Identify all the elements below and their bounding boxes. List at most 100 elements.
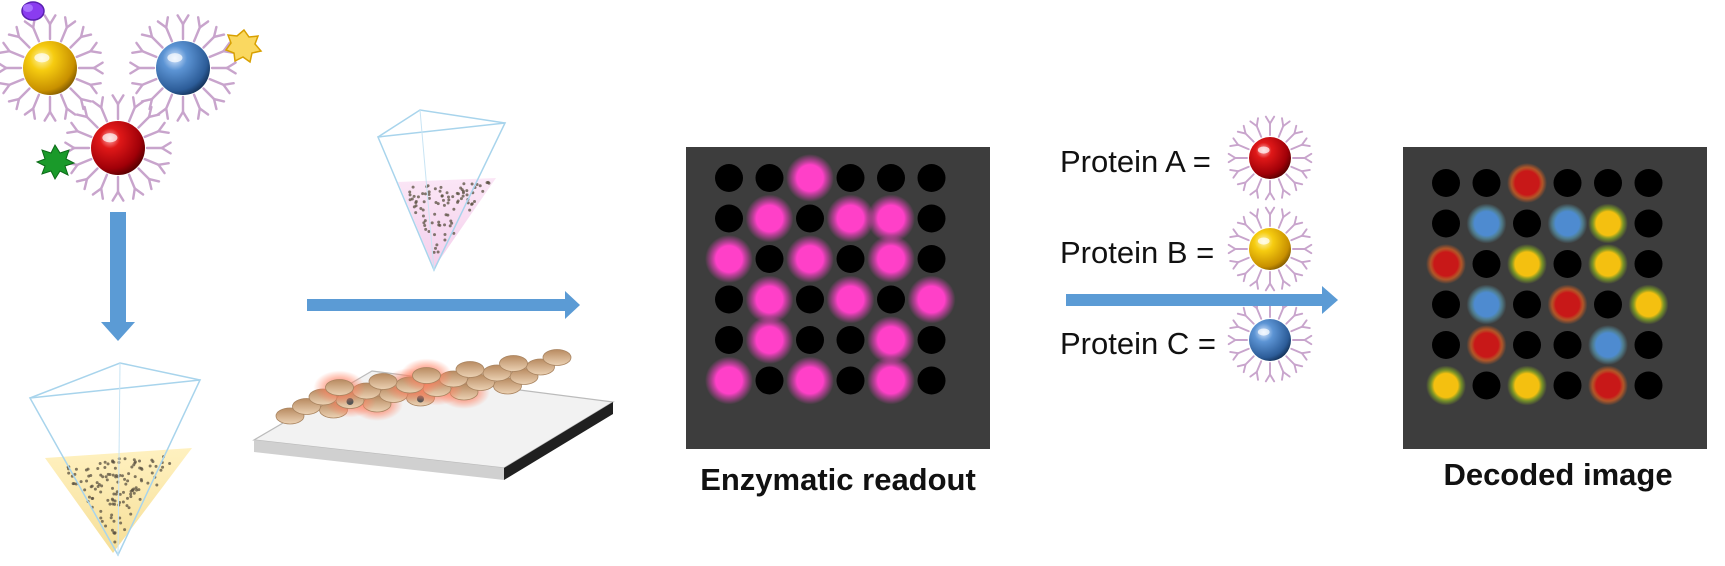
red-bead bbox=[64, 94, 172, 202]
enzymatic-well-positive bbox=[867, 356, 915, 405]
down-arrow bbox=[101, 212, 135, 341]
enzymatic-well-empty bbox=[917, 326, 946, 354]
enzymatic-well-empty bbox=[715, 285, 743, 314]
enzymatic-well-positive bbox=[745, 194, 794, 243]
enzymatic-well-positive bbox=[786, 235, 834, 283]
decoded-well-empty bbox=[1432, 209, 1460, 238]
decoded-well-empty bbox=[1594, 290, 1622, 319]
decoded-image-panel bbox=[1403, 147, 1707, 449]
legend-yellow-bead bbox=[1227, 206, 1313, 292]
enzymatic-well-positive bbox=[745, 316, 794, 364]
decoded-well-empty bbox=[1634, 169, 1663, 197]
enzymatic-well-empty bbox=[836, 245, 865, 273]
decoded-well-empty bbox=[1472, 250, 1501, 278]
enzymatic-well-positive bbox=[705, 235, 753, 283]
sample-tube-pink bbox=[376, 109, 507, 272]
decoded-well-protein-b bbox=[1588, 244, 1628, 284]
enzymatic-readout-caption: Enzymatic readout bbox=[700, 462, 976, 497]
enzymatic-well-positive bbox=[826, 194, 875, 243]
enzymatic-well-positive bbox=[867, 194, 915, 243]
decoded-well-empty bbox=[1513, 209, 1541, 238]
decoded-well-protein-c bbox=[1547, 203, 1588, 244]
decoded-well-empty bbox=[1634, 371, 1663, 400]
plate-well bbox=[400, 358, 453, 393]
decoded-well-empty bbox=[1553, 371, 1582, 400]
decoded-well-empty bbox=[1432, 290, 1460, 319]
enzymatic-well-positive bbox=[745, 275, 794, 324]
green-antigen-icon bbox=[35, 143, 76, 181]
decoded-well-protein-a bbox=[1426, 244, 1466, 284]
enzymatic-well-positive bbox=[826, 275, 875, 324]
enzymatic-well-empty bbox=[796, 204, 824, 233]
enzymatic-well-empty bbox=[755, 245, 784, 273]
enzymatic-well-positive bbox=[867, 316, 915, 364]
plate-well bbox=[499, 355, 528, 372]
plate-well bbox=[542, 349, 572, 366]
decoded-well-empty bbox=[1432, 169, 1460, 197]
legend-blue-bead bbox=[1227, 297, 1313, 383]
decoded-well-empty bbox=[1634, 250, 1663, 278]
enzymatic-well-empty bbox=[917, 164, 946, 192]
blue-bead bbox=[129, 14, 237, 122]
enzymatic-well-positive bbox=[907, 275, 956, 324]
decoded-well-empty bbox=[1634, 209, 1663, 238]
decoded-well-protein-c bbox=[1466, 203, 1507, 244]
decoded-well-protein-c bbox=[1466, 284, 1507, 325]
plate-well bbox=[368, 373, 398, 390]
sample-tube-yellow bbox=[28, 362, 202, 557]
enzymatic-well-empty bbox=[755, 164, 784, 192]
enzymatic-well-empty bbox=[917, 245, 946, 273]
decoded-well-protein-b bbox=[1507, 365, 1547, 406]
decoded-well-protein-a bbox=[1547, 284, 1588, 325]
enzymatic-well-empty bbox=[836, 326, 865, 354]
enzymatic-well-empty bbox=[796, 326, 824, 354]
enzymatic-well-empty bbox=[715, 164, 743, 192]
decoded-well-empty bbox=[1472, 169, 1501, 197]
enzymatic-well-empty bbox=[715, 326, 743, 354]
decoded-well-protein-a bbox=[1466, 325, 1507, 365]
enzymatic-well-positive bbox=[867, 235, 915, 283]
decoded-well-empty bbox=[1472, 371, 1501, 400]
enzymatic-well-positive bbox=[705, 356, 753, 405]
decoded-well-empty bbox=[1553, 169, 1582, 197]
enzymatic-well-empty bbox=[836, 366, 865, 395]
legend-protein-a-label: Protein A = bbox=[1060, 144, 1211, 179]
enzymatic-well-empty bbox=[715, 204, 743, 233]
decoded-well-empty bbox=[1594, 169, 1622, 197]
enzymatic-well-positive bbox=[786, 356, 834, 405]
decoded-well-empty bbox=[1513, 290, 1541, 319]
enzymatic-well-positive bbox=[786, 154, 834, 202]
decoded-well-protein-b bbox=[1507, 244, 1547, 284]
plate-well bbox=[455, 361, 485, 378]
enzymatic-well-empty bbox=[755, 366, 784, 395]
enzymatic-well-empty bbox=[917, 366, 946, 395]
decoded-well-empty bbox=[1553, 331, 1582, 359]
yellow-bead bbox=[0, 14, 104, 122]
bead-mixture bbox=[0, 14, 237, 202]
decoded-well-empty bbox=[1432, 331, 1460, 359]
decoded-well-protein-a bbox=[1588, 365, 1628, 406]
right-arrow-2 bbox=[1066, 286, 1338, 314]
legend-protein-c-label: Protein C = bbox=[1060, 326, 1216, 361]
legend: Protein A = Protein B = Protein C = bbox=[1060, 115, 1313, 383]
legend-protein-b-label: Protein B = bbox=[1060, 235, 1214, 270]
bead-particles bbox=[66, 455, 172, 544]
yellow-antigen-icon bbox=[224, 28, 263, 64]
enzymatic-readout-panel bbox=[686, 147, 990, 449]
decoded-well-empty bbox=[1513, 331, 1541, 359]
purple-antigen-icon bbox=[21, 1, 45, 21]
decoded-well-protein-b bbox=[1628, 284, 1669, 325]
legend-red-bead bbox=[1227, 115, 1313, 201]
well-plate bbox=[252, 349, 615, 480]
enzymatic-well-empty bbox=[877, 285, 905, 314]
enzymatic-well-empty bbox=[877, 164, 905, 192]
enzymatic-well-empty bbox=[917, 204, 946, 233]
decoded-image-caption: Decoded image bbox=[1443, 457, 1672, 492]
enzymatic-well-empty bbox=[836, 164, 865, 192]
decoded-well-protein-b bbox=[1588, 203, 1628, 244]
decoded-well-protein-c bbox=[1588, 325, 1628, 365]
decoded-well-protein-b bbox=[1426, 365, 1466, 406]
decoded-well-protein-a bbox=[1507, 163, 1547, 203]
decoded-well-empty bbox=[1553, 250, 1582, 278]
